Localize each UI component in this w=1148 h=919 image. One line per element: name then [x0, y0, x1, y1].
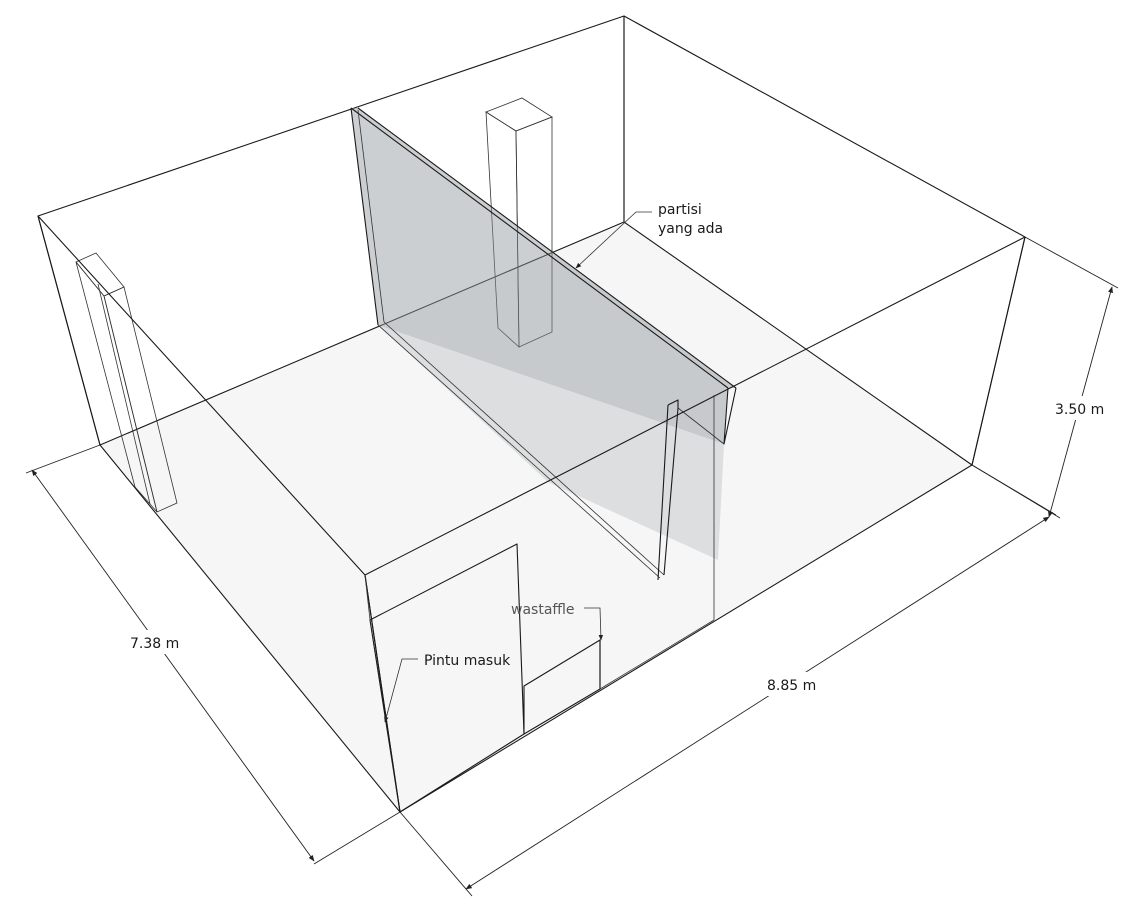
door-label: Pintu masuk: [424, 653, 511, 669]
sink-label: wastaffle: [511, 602, 575, 618]
width-dimension: 8.85 m: [399, 464, 1057, 897]
door-annotation: Pintu masuk: [384, 653, 511, 723]
depth-dimension: 7.38 m: [25, 444, 401, 865]
sink-annotation: wastaffle: [511, 602, 604, 641]
height-label: 3.50 m: [1055, 402, 1104, 418]
partition-label-line2: yang ada: [658, 221, 723, 237]
partition-annotation: partisi yang ada: [575, 202, 723, 269]
existing-partition: [350, 107, 737, 581]
height-dimension: 3.50 m: [971, 236, 1119, 519]
width-label: 8.85 m: [767, 678, 816, 694]
depth-label: 7.38 m: [130, 636, 179, 652]
structural-column: [485, 97, 553, 348]
partition-label-line1: partisi: [658, 202, 702, 218]
